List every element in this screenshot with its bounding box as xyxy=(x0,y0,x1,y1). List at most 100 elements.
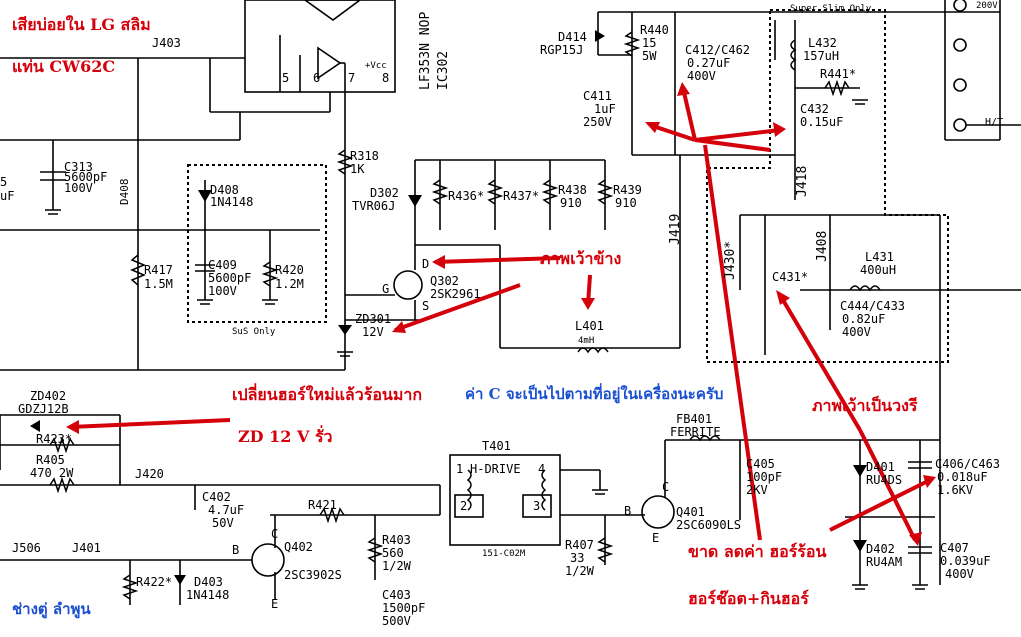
note-broken: ขาด ลดค่า ฮอร์ร้อน xyxy=(688,542,827,561)
c407-label: C407 xyxy=(940,541,969,555)
c411-value-1: 1uF xyxy=(594,102,616,116)
r440-value-1: 15 xyxy=(642,36,657,50)
r403-label: R403 xyxy=(382,533,411,547)
q302-pin-g: G xyxy=(382,282,390,296)
left-5: 5 xyxy=(0,175,8,189)
t401-pin-2: 2 xyxy=(460,499,468,513)
r440-label: R440 xyxy=(640,23,669,37)
r407-label: R407 xyxy=(565,538,594,552)
c407-value-1: 0.039uF xyxy=(940,554,991,568)
q402-part: 2SC3902S xyxy=(284,568,342,582)
q401-part: 2SC6090LS xyxy=(676,518,742,532)
r420-value: 1.2M xyxy=(275,277,304,291)
r438-label: R438 xyxy=(558,183,587,197)
c406-value-1: 0.018uF xyxy=(937,470,988,484)
c444-value-1: 0.82uF xyxy=(842,312,886,326)
pin-8: 8 xyxy=(382,71,390,85)
arrow-c432b xyxy=(694,138,771,152)
note-replace-hot: เปลี่ยนฮอร์ใหม่แล้วร้อนมาก xyxy=(232,385,423,404)
note-top-left-2: แท่น CW62C xyxy=(12,57,116,76)
c406-value-2: 1.6KV xyxy=(937,483,974,497)
d414-label: D414 xyxy=(558,30,587,44)
d408-vertical: D408 xyxy=(118,178,131,206)
c412-label: C412/C462 xyxy=(685,43,751,57)
r441-label: R441* xyxy=(820,67,857,81)
r420-label: R420 xyxy=(275,263,304,277)
arrow-down xyxy=(703,144,762,541)
r405-label: R405 xyxy=(36,453,65,467)
c409-label: C409 xyxy=(208,258,237,272)
arrow-c432 xyxy=(694,128,781,142)
j418-label: J418 xyxy=(795,165,810,197)
j420-label: J420 xyxy=(135,467,164,481)
l432-label: L432 xyxy=(808,36,837,50)
c431-label: C431* xyxy=(772,270,809,284)
j403-label: J403 xyxy=(152,36,181,50)
j408-label: J408 xyxy=(815,230,830,262)
c412-value-1: 0.27uF xyxy=(687,56,731,70)
r417-label: R417 xyxy=(144,263,173,277)
q402-pin-b: B xyxy=(232,543,240,557)
r407-value-1: 33 xyxy=(570,551,585,565)
r436-label: R436* xyxy=(448,189,485,203)
super-slim-label: Super Slim Only xyxy=(790,4,872,14)
arrow-c407 xyxy=(858,429,917,541)
t401-pin-3: 3 xyxy=(533,499,541,513)
r439-value: 910 xyxy=(615,196,637,210)
arrow-zd301 xyxy=(394,283,521,332)
r423-label: R423* xyxy=(36,432,73,446)
c403-value-1: 1500pF xyxy=(382,601,426,615)
note-c-value: ค่า C จะเป็นไปตามที่อยู่ในเครื่องนะครับ xyxy=(465,385,724,403)
t401-pin-4: 4 xyxy=(538,462,546,476)
q302-label: Q302 xyxy=(430,274,459,288)
d403-label: D403 xyxy=(194,575,223,589)
c407-value-2: 400V xyxy=(945,567,974,581)
c432-label: C432 xyxy=(800,102,829,116)
j401-label: J401 xyxy=(72,541,101,555)
q401-pin-e: E xyxy=(652,531,660,545)
t401-box xyxy=(449,454,561,546)
r440-value-2: 5W xyxy=(642,49,657,63)
q401-pin-b: B xyxy=(624,504,632,518)
left-uf: uF xyxy=(0,189,15,203)
r439-label: R439 xyxy=(613,183,642,197)
t401-part: 151-C02M xyxy=(482,549,526,559)
r403-value-1: 560 xyxy=(382,546,404,560)
t401-name: H-DRIVE xyxy=(470,462,521,476)
j419-label: J419 xyxy=(668,213,683,245)
zd402-part: GDZJ12B xyxy=(18,402,69,416)
r422-label: R422* xyxy=(136,575,173,589)
ic302-label-b: IC302 xyxy=(436,50,451,90)
arrow-c431 xyxy=(778,293,862,432)
v200-label: 200V xyxy=(976,1,998,11)
q402-label: Q402 xyxy=(284,540,313,554)
zd301-value: 12V xyxy=(362,325,384,339)
c406-label: C406/C463 xyxy=(935,457,1001,471)
arrow-d-pin xyxy=(434,256,561,264)
vcc-label: +Vcc xyxy=(365,61,387,71)
pin-6: 6 xyxy=(313,71,321,85)
l401-label: L401 xyxy=(575,319,604,333)
d408-part: 1N4148 xyxy=(210,195,254,209)
d401-part: RU4DS xyxy=(866,473,903,487)
r438-value: 910 xyxy=(560,196,582,210)
r318-label: R318 xyxy=(350,149,379,163)
l432-value: 157uH xyxy=(803,49,840,63)
j506-label: J506 xyxy=(12,541,41,555)
r405-value: 470 2W xyxy=(30,466,74,480)
arrow-c406 xyxy=(829,478,931,532)
r407-value-2: 1/2W xyxy=(565,564,594,578)
note-zd-leak: ZD 12 V รั่ว xyxy=(238,427,333,446)
c444-label: C444/C433 xyxy=(840,299,906,313)
d403-part: 1N4148 xyxy=(186,588,230,602)
d401-label: D401 xyxy=(866,460,895,474)
note-hor-short: ฮอร์ช๊อต+กินฮอร์ xyxy=(688,589,809,608)
c409-value-2: 100V xyxy=(208,284,237,298)
arrow-zd402 xyxy=(69,418,231,429)
q302-pin-s: S xyxy=(422,299,430,313)
note-round-view: ภาพเว้าเป็นวงรี xyxy=(812,396,918,415)
pin-7: 7 xyxy=(348,71,356,85)
fb401-value: FERRITE xyxy=(670,425,721,439)
c403-value-2: 500V xyxy=(382,614,411,628)
r403-value-2: 1/2W xyxy=(382,559,411,573)
